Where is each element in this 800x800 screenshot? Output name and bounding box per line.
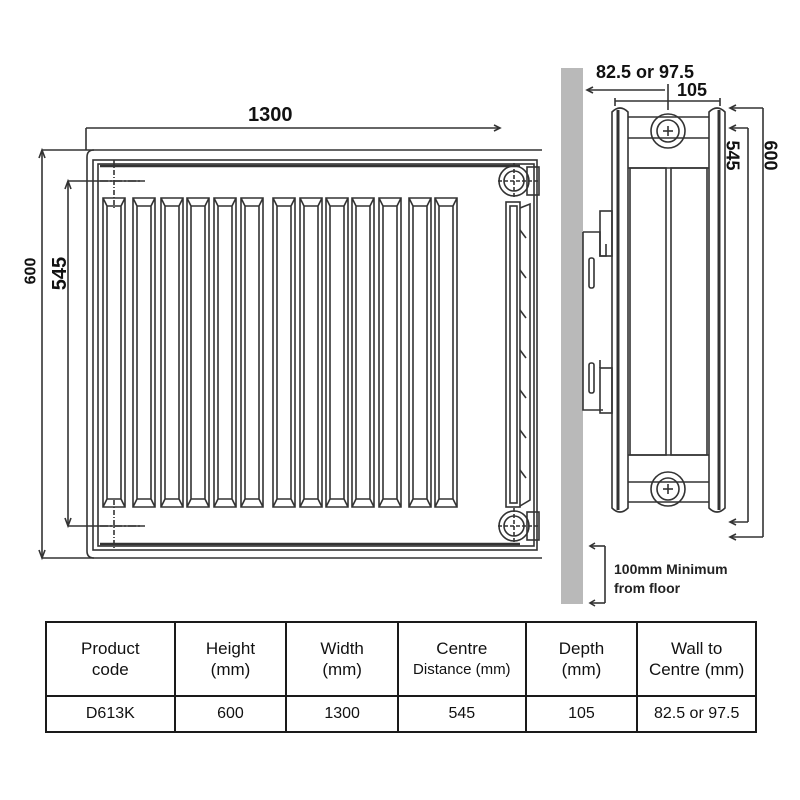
header-height: Height(mm) <box>173 621 288 697</box>
width-dimension-label: 1300 <box>248 104 293 126</box>
cell-height: 600 <box>173 695 288 733</box>
wall-to-centre-dimension-label: 82.5 or 97.5 <box>596 62 695 82</box>
radiator-fin <box>378 197 402 508</box>
front-view-radiator <box>38 124 542 561</box>
radiator-fin <box>299 197 323 508</box>
side-view-radiator <box>561 68 764 607</box>
cell-depth: 105 <box>524 695 639 733</box>
radiator-fin <box>272 197 296 508</box>
table-row: D613K 600 1300 545 105 82.5 or 97.5 <box>45 695 757 733</box>
radiator-dimension-diagram: 1300 600 545 82.5 or 97.5 105 545 600 10… <box>22 62 781 607</box>
radiator-fin <box>213 197 237 508</box>
fin-group <box>102 197 458 508</box>
radiator-fin <box>186 197 210 508</box>
cell-width: 1300 <box>285 695 399 733</box>
radiator-fin <box>351 197 375 508</box>
floor-note-line2: from floor <box>614 580 681 596</box>
header-width: Width(mm) <box>285 621 399 697</box>
floor-note-line1: 100mm Minimum <box>614 561 728 577</box>
cell-product-code: D613K <box>45 695 176 733</box>
header-depth: Depth(mm) <box>524 621 639 697</box>
cell-centre-distance: 545 <box>396 695 527 733</box>
radiator-fin <box>240 197 264 508</box>
radiator-fin <box>408 197 432 508</box>
radiator-fin <box>132 197 156 508</box>
side-centre-dimension-label: 545 <box>722 140 743 171</box>
radiator-fin <box>160 197 184 508</box>
side-height-dimension-label: 600 <box>760 140 781 171</box>
floor-clearance-note: 100mm Minimum from floor <box>614 560 728 598</box>
cell-wall-to-centre: 82.5 or 97.5 <box>636 695 757 733</box>
depth-dimension-label: 105 <box>677 80 708 100</box>
centre-distance-dimension-label: 545 <box>49 256 72 291</box>
radiator-fin <box>325 197 349 508</box>
height-dimension-label: 600 <box>22 257 40 285</box>
radiator-fin <box>102 197 126 508</box>
radiator-fin <box>434 197 458 508</box>
